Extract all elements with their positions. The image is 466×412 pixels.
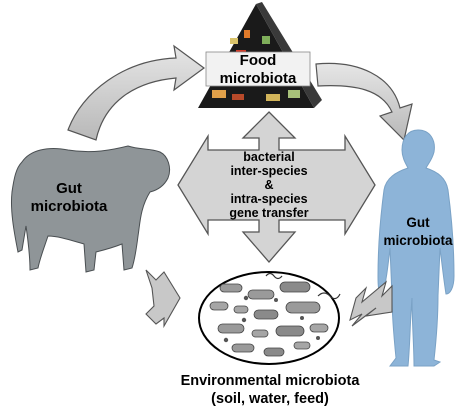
environment-line2: (soil, water, feed) — [211, 391, 329, 407]
environmental-microbiota-label: Environmental microbiota (soil, water, f… — [150, 372, 390, 408]
double-arrow-cow-environment — [145, 269, 181, 329]
cow-label-line2: microbiota — [30, 198, 108, 215]
center-line5: gene transfer — [229, 206, 309, 220]
center-line4: intra-species — [230, 192, 308, 206]
human-label-line1: Gut — [406, 215, 430, 230]
human-label-line2: microbiota — [383, 233, 453, 248]
center-line2: inter-species — [230, 164, 308, 178]
human-gut-microbiota-label: Gut microbiota — [376, 214, 460, 250]
cow-label-line1: Gut — [56, 180, 82, 197]
cow-silhouette — [11, 145, 171, 273]
environment-line1: Environmental microbiota — [180, 373, 360, 389]
curved-arrow-food-to-human — [315, 62, 413, 142]
curved-arrow-cow-to-food — [67, 44, 206, 141]
center-line3: & — [264, 178, 274, 192]
center-line1: bacterial — [243, 150, 295, 164]
food-label-box — [205, 51, 311, 87]
food-label-line2: microbiota — [219, 70, 297, 87]
gene-transfer-label: bacterial inter-species & intra-species … — [214, 150, 324, 220]
double-arrow-human-environment — [349, 280, 393, 327]
cow-gut-microbiota-label: Gut microbiota — [14, 180, 124, 216]
food-label-line1: Food — [239, 52, 277, 69]
human-silhouette — [377, 129, 455, 367]
food-microbiota-label: Food microbiota — [206, 52, 310, 88]
central-four-way-arrow — [177, 111, 376, 263]
environment-dish — [198, 271, 341, 365]
